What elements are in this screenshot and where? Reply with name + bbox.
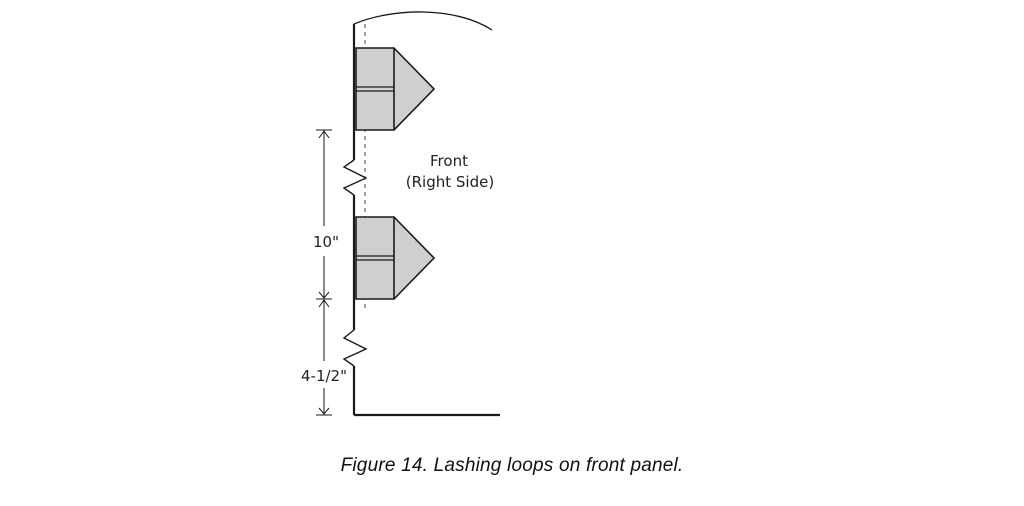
lashing-loop-upper xyxy=(355,47,436,131)
dimension-4-1-2in xyxy=(316,299,332,416)
figure-caption: Figure 14. Lashing loops on front panel. xyxy=(340,455,684,476)
panel-break-upper xyxy=(342,159,368,196)
panel-label-right-side: (Right Side) xyxy=(406,173,494,191)
panel-break-lower xyxy=(342,329,368,367)
dimension-label-10in: 10" xyxy=(313,233,339,251)
panel-label-front: Front xyxy=(430,152,468,170)
panel-top-curve xyxy=(353,11,493,31)
dimension-10in xyxy=(316,129,332,300)
lashing-loop-lower xyxy=(355,216,436,300)
dimension-label-4-1-2in: 4-1/2" xyxy=(301,367,347,385)
